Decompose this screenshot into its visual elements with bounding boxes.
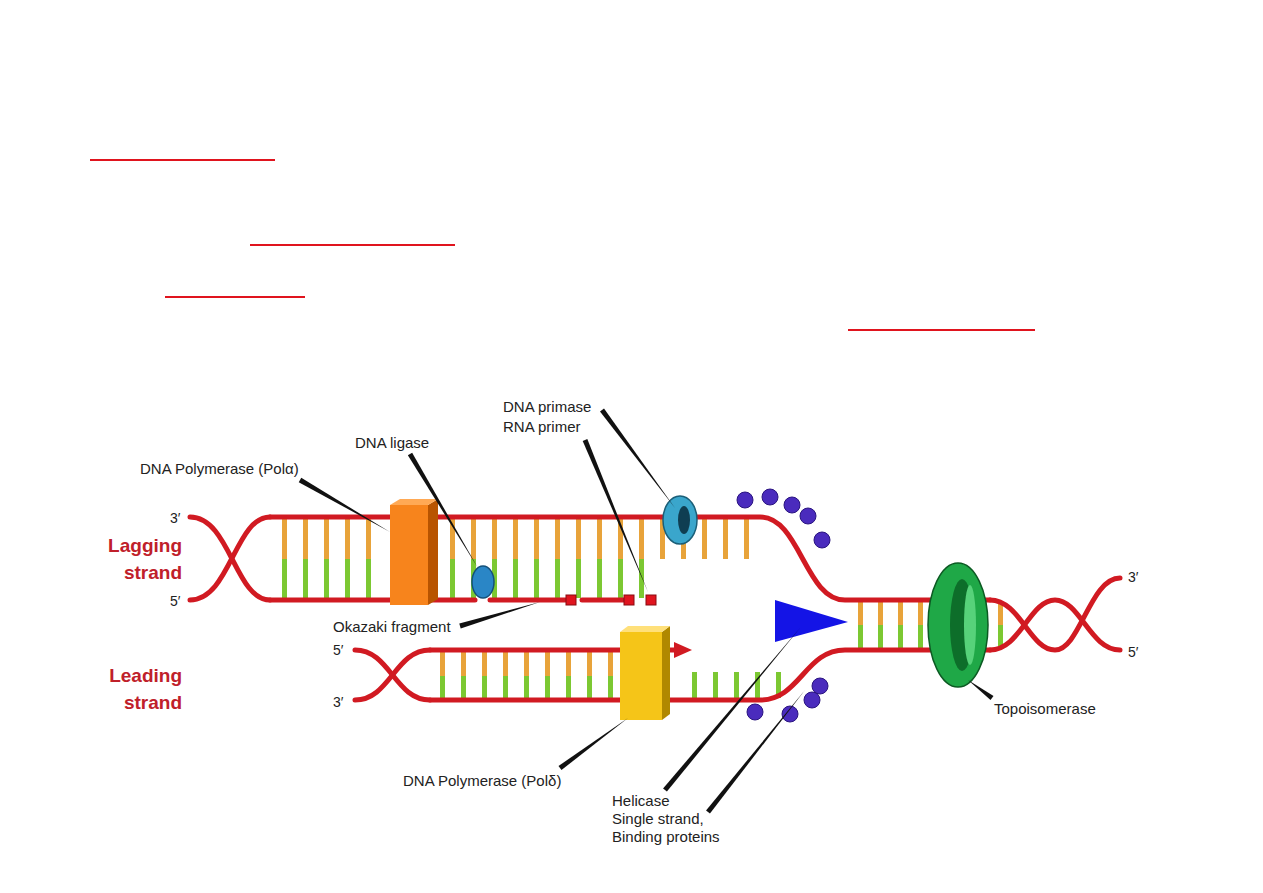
- base-rung: [734, 672, 739, 698]
- leader-line: [559, 718, 628, 770]
- base-rung: [918, 625, 923, 648]
- base-rung: [576, 559, 581, 598]
- strand-end-label: 3′: [1128, 568, 1138, 586]
- base-rung: [597, 559, 602, 598]
- base-rung: [461, 676, 466, 698]
- base-rung: [450, 559, 455, 598]
- base-rung: [345, 559, 350, 598]
- part-label: Single strand, Binding proteins: [612, 810, 747, 846]
- dna-primase: [663, 496, 697, 544]
- heading-underlines: [90, 160, 1035, 330]
- base-rung: [608, 676, 613, 698]
- base-rung: [545, 652, 550, 676]
- base-rung: [618, 559, 623, 598]
- base-rung: [503, 676, 508, 698]
- base-rung: [576, 519, 581, 559]
- helicase: [775, 600, 848, 642]
- base-rung: [555, 519, 560, 559]
- part-label: Okazaki fragment: [333, 618, 451, 636]
- strand-label: Lagging strand: [82, 532, 182, 586]
- base-rung: [440, 676, 445, 698]
- base-rung: [608, 652, 613, 676]
- base-rung: [503, 652, 508, 676]
- dna-polymerase-delta: [620, 626, 670, 720]
- part-label: DNA Polymerase (Polα): [140, 460, 299, 478]
- part-label: DNA ligase: [355, 434, 429, 452]
- base-rung: [858, 625, 863, 648]
- base-rung: [723, 519, 728, 559]
- leader-line: [299, 478, 390, 532]
- leader-line: [706, 690, 805, 814]
- base-rung: [878, 602, 883, 625]
- base-rung: [324, 559, 329, 598]
- base-rung: [282, 559, 287, 598]
- part-label: Helicase: [612, 792, 670, 810]
- strand-end-label: 5′: [170, 592, 180, 610]
- part-label: Topoisomerase: [994, 700, 1096, 718]
- base-rung: [303, 519, 308, 559]
- leader-line: [459, 602, 540, 628]
- base-rung: [545, 676, 550, 698]
- base-rung: [639, 559, 644, 598]
- base-rung: [524, 676, 529, 698]
- part-label: DNA Polymerase (Polδ): [403, 772, 561, 790]
- leader-line: [663, 628, 800, 792]
- topoisomerase: [928, 563, 988, 687]
- base-rung: [702, 519, 707, 559]
- base-rung: [461, 652, 466, 676]
- base-rung: [513, 559, 518, 598]
- leader-line: [583, 439, 648, 592]
- base-rung: [918, 602, 923, 625]
- base-rung: [492, 519, 497, 559]
- leader-lines: [299, 409, 994, 814]
- base-rung: [692, 672, 697, 698]
- base-rung: [440, 652, 445, 676]
- base-rung: [597, 519, 602, 559]
- base-rung: [587, 652, 592, 676]
- strand-end-label: 5′: [333, 641, 343, 659]
- leader-line: [408, 453, 478, 568]
- base-rung: [744, 519, 749, 559]
- dna-polymerase-alpha: [390, 499, 438, 605]
- base-rung: [482, 652, 487, 676]
- base-rung: [639, 519, 644, 559]
- part-label: DNA primase: [503, 398, 591, 416]
- base-rung: [534, 559, 539, 598]
- base-rung: [566, 652, 571, 676]
- dna-ligase: [472, 566, 494, 598]
- leading-strand-arrowhead: [674, 642, 692, 658]
- base-rung: [898, 602, 903, 625]
- strand-end-label: 3′: [333, 693, 343, 711]
- base-rung: [366, 559, 371, 598]
- leader-line: [600, 409, 675, 508]
- base-rung: [345, 519, 350, 559]
- base-rung: [898, 625, 903, 648]
- base-rung: [713, 672, 718, 698]
- base-rung: [878, 625, 883, 648]
- base-rung: [324, 519, 329, 559]
- rna-primers: [566, 595, 656, 605]
- strand-end-label: 3′: [170, 509, 180, 527]
- base-rung: [471, 519, 476, 559]
- base-rung: [555, 559, 560, 598]
- base-rung: [566, 676, 571, 698]
- strand-label: Leading strand: [82, 662, 182, 716]
- base-rung: [482, 676, 487, 698]
- base-rung: [513, 519, 518, 559]
- base-rung: [303, 559, 308, 598]
- base-rung: [524, 652, 529, 676]
- leader-line: [968, 680, 994, 700]
- base-rung: [282, 519, 287, 559]
- base-rung: [366, 519, 371, 559]
- base-rung: [858, 602, 863, 625]
- base-rung: [587, 676, 592, 698]
- base-rung: [534, 519, 539, 559]
- part-label: RNA primer: [503, 418, 581, 436]
- strand-end-label: 5′: [1128, 643, 1138, 661]
